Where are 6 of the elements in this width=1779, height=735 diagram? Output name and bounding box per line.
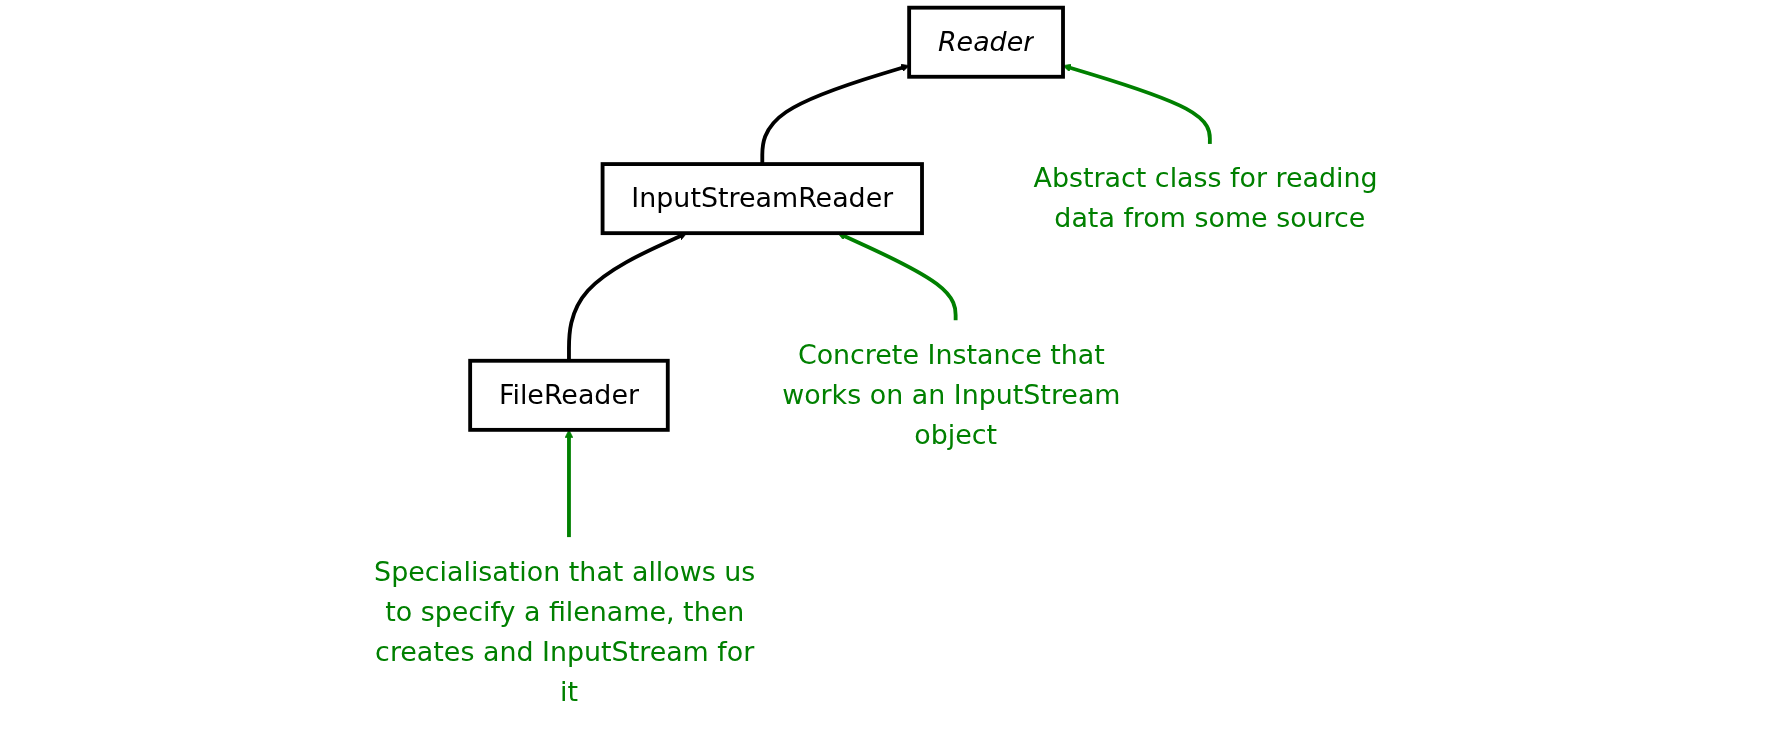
node-text: Concrete Instance that works on an InputStream object (782, 338, 1121, 451)
arrow (564, 429, 574, 538)
node-text: Abstract class for reading data from some source (1033, 162, 1378, 235)
node-box: InputStreamReader (600, 162, 924, 236)
node-box: FileReader (468, 358, 670, 432)
node-text: Specialisation that allows us to specify a filename, then creates and InputStream for it (374, 555, 756, 709)
